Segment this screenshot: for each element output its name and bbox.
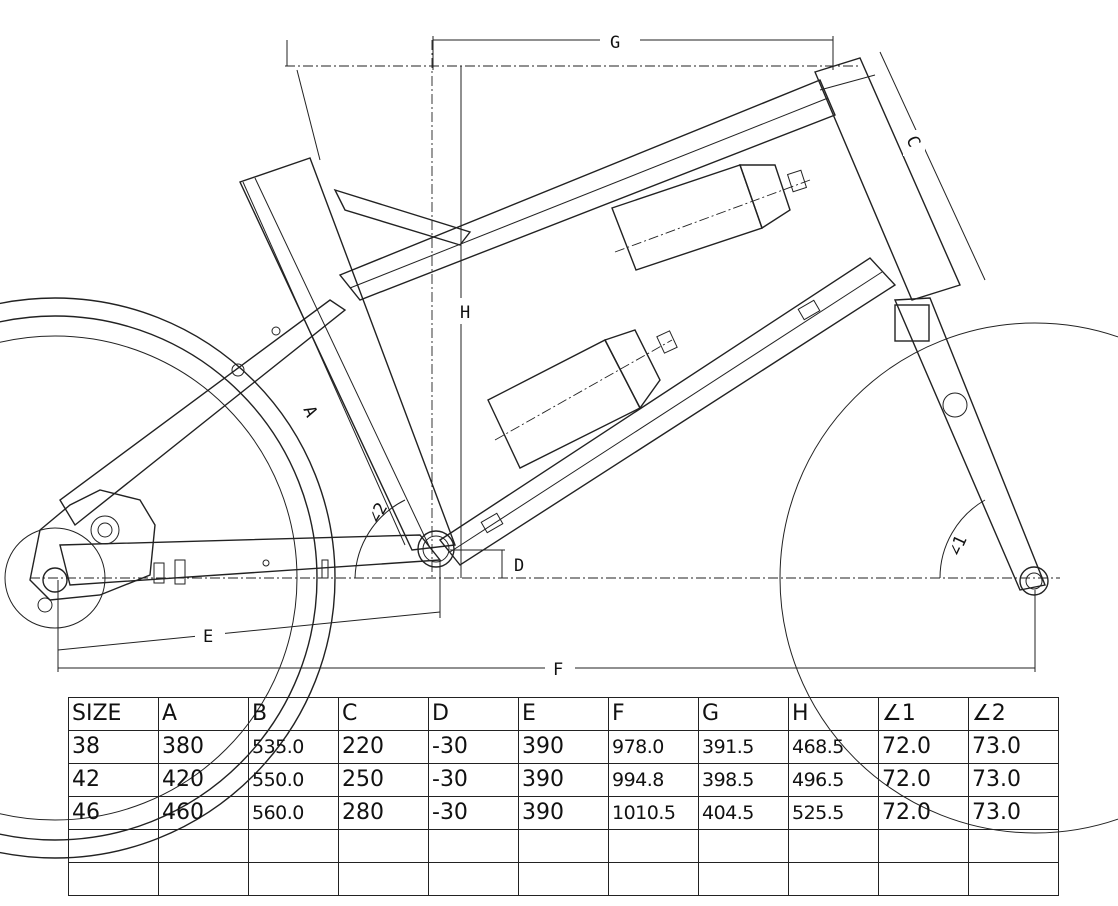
- table-cell: -30: [428, 763, 519, 797]
- table-cell: 994.8: [608, 763, 699, 797]
- table-cell: [158, 829, 249, 863]
- table-row: 42 420 550.0 250 -30 390 994.8 398.5 496…: [68, 763, 1059, 797]
- table-cell: 390: [518, 730, 609, 764]
- header-cell: C: [338, 697, 429, 731]
- table-cell: -30: [428, 730, 519, 764]
- dimension-f: [57, 590, 1036, 680]
- table-cell: 38: [68, 730, 159, 764]
- table-cell: 398.5: [698, 763, 789, 797]
- table-cell: [248, 862, 339, 896]
- table-cell: [968, 862, 1059, 896]
- table-cell: [788, 862, 879, 896]
- table-cell: [608, 862, 699, 896]
- table-cell: [68, 829, 159, 863]
- table-cell: 72.0: [878, 763, 969, 797]
- table-cell: [878, 862, 969, 896]
- size-spec-table: SIZE A B C D E F G H ∠1 ∠2 38 380 535.0 …: [68, 697, 1059, 896]
- table-cell: [248, 829, 339, 863]
- table-cell: 380: [158, 730, 249, 764]
- table-cell: [338, 862, 429, 896]
- table-cell: [428, 862, 519, 896]
- table-cell: 390: [518, 763, 609, 797]
- header-cell: B: [248, 697, 339, 731]
- table-cell: 73.0: [968, 763, 1059, 797]
- label-e: E: [203, 627, 213, 647]
- table-cell: 468.5: [788, 730, 879, 764]
- angle-2-arc: [354, 499, 406, 579]
- table-cell: 420: [158, 763, 249, 797]
- header-cell: A: [158, 697, 249, 731]
- table-cell: 525.5: [788, 796, 879, 830]
- dimension-a: [242, 181, 406, 546]
- table-cell: 46: [68, 796, 159, 830]
- table-cell: 1010.5: [608, 796, 699, 830]
- table-cell: 42: [68, 763, 159, 797]
- table-cell: 72.0: [878, 796, 969, 830]
- table-cell: [878, 829, 969, 863]
- label-angle-1: ∠1: [945, 532, 972, 559]
- table-cell: 73.0: [968, 730, 1059, 764]
- table-cell: 550.0: [248, 763, 339, 797]
- table-cell: 73.0: [968, 796, 1059, 830]
- lower-bottle-cage: [487, 329, 678, 469]
- table-cell: 72.0: [878, 730, 969, 764]
- table-cell: [518, 862, 609, 896]
- header-cell: G: [698, 697, 789, 731]
- table-cell: 460: [158, 796, 249, 830]
- table-cell: [788, 829, 879, 863]
- table-cell: [518, 829, 609, 863]
- table-cell: [698, 829, 789, 863]
- table-cell: -30: [428, 796, 519, 830]
- rear-dropout-brake: [29, 489, 156, 613]
- table-cell: 220: [338, 730, 429, 764]
- fork: [893, 297, 1049, 596]
- table-cell: [338, 829, 429, 863]
- header-cell: SIZE: [68, 697, 159, 731]
- angle-1-arc: [939, 499, 986, 579]
- dimension-e: [57, 560, 441, 655]
- table-cell: 280: [338, 796, 429, 830]
- header-cell: D: [428, 697, 519, 731]
- label-h: H: [460, 303, 470, 323]
- label-angle-2: ∠2: [365, 499, 393, 527]
- dimension-g: [432, 30, 834, 70]
- table-cell: [608, 829, 699, 863]
- table-cell: [68, 862, 159, 896]
- table-row: [68, 829, 1059, 863]
- table-cell: 496.5: [788, 763, 879, 797]
- dimension-c: [879, 51, 986, 281]
- header-cell: ∠2: [968, 697, 1059, 731]
- table-cell: 535.0: [248, 730, 339, 764]
- table-row: 38 380 535.0 220 -30 390 978.0 391.5 468…: [68, 730, 1059, 764]
- table-header-row: SIZE A B C D E F G H ∠1 ∠2: [68, 697, 1059, 731]
- dimension-h: [455, 66, 481, 578]
- header-cell: E: [518, 697, 609, 731]
- table-cell: 404.5: [698, 796, 789, 830]
- table-cell: [968, 829, 1059, 863]
- label-f: F: [553, 660, 563, 680]
- table-cell: 978.0: [608, 730, 699, 764]
- table-cell: [158, 862, 249, 896]
- table-cell: [698, 862, 789, 896]
- table-row: [68, 862, 1059, 896]
- table-cell: 250: [338, 763, 429, 797]
- upper-bottle-cage: [611, 164, 811, 271]
- header-cell: F: [608, 697, 699, 731]
- frame: [59, 40, 961, 586]
- label-d: D: [514, 556, 524, 576]
- header-cell: ∠1: [878, 697, 969, 731]
- label-g: G: [610, 33, 620, 53]
- header-cell: H: [788, 697, 879, 731]
- table-row: 46 460 560.0 280 -30 390 1010.5 404.5 52…: [68, 796, 1059, 830]
- table-cell: 390: [518, 796, 609, 830]
- table-cell: 391.5: [698, 730, 789, 764]
- dimension-d: [450, 549, 505, 578]
- table-cell: 560.0: [248, 796, 339, 830]
- table-cell: [428, 829, 519, 863]
